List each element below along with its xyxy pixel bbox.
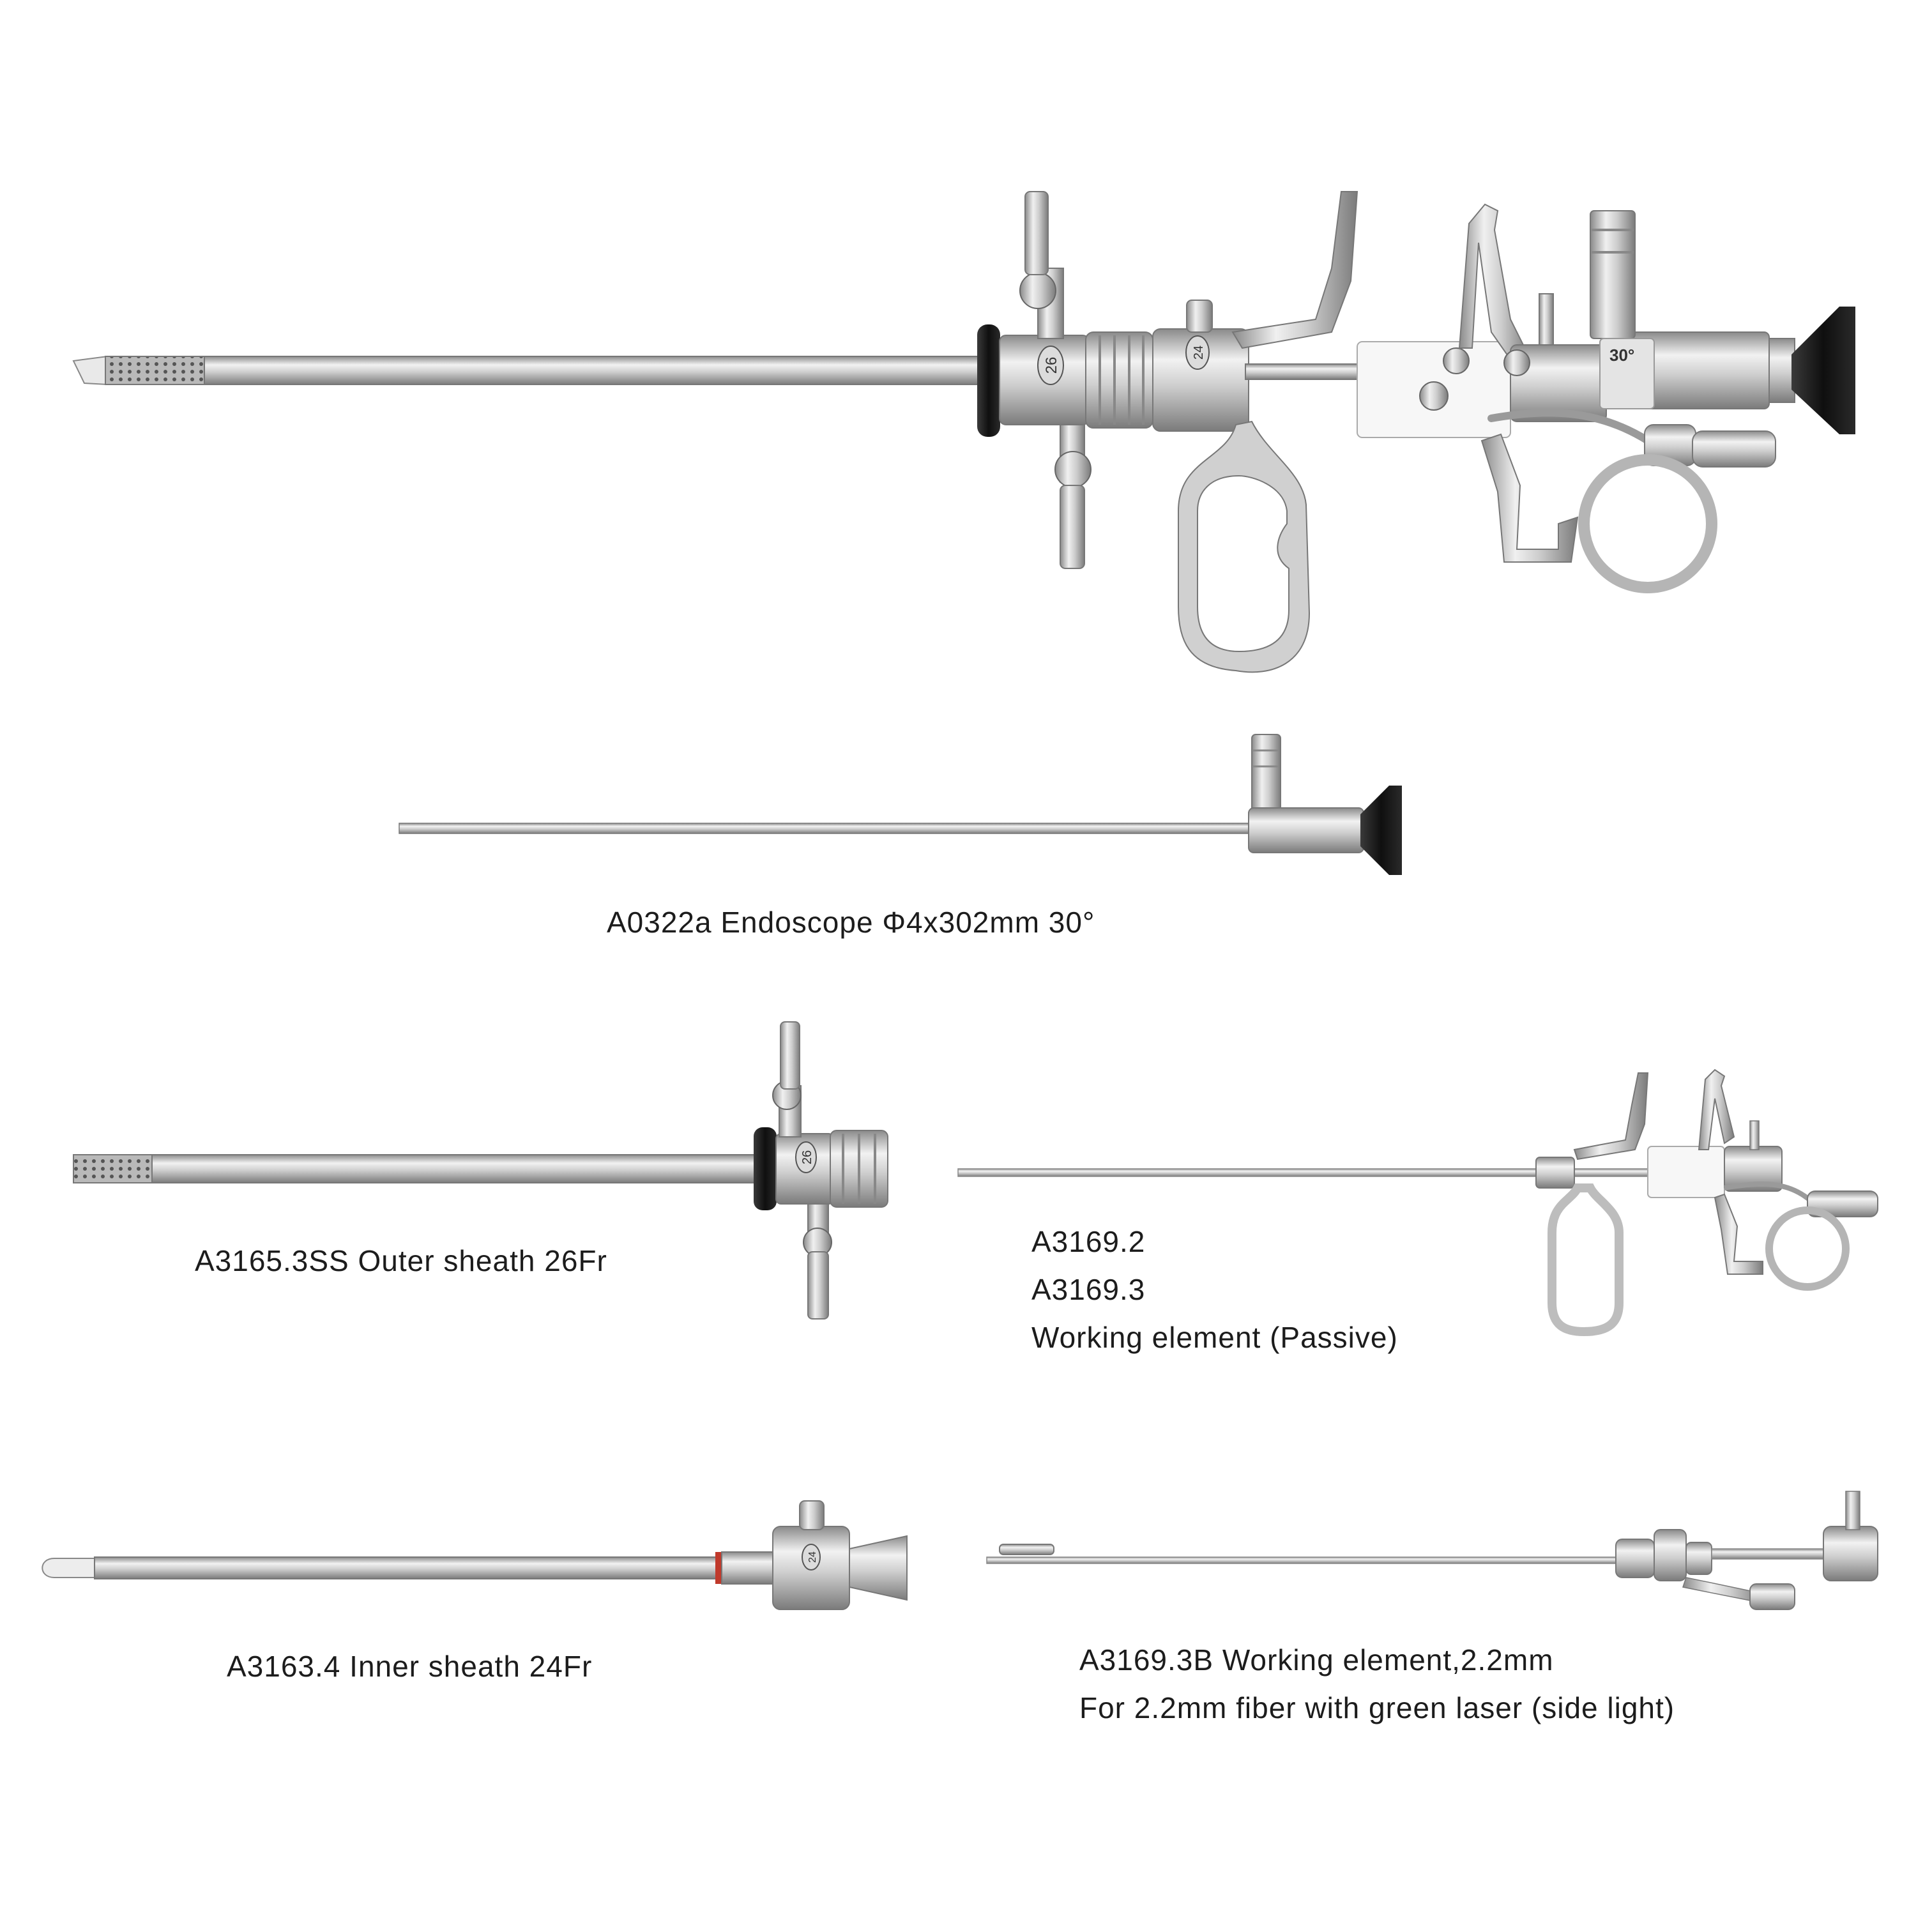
passive-caption-line-3: Working element (Passive) bbox=[1031, 1321, 1398, 1354]
inner-sheath: 24 bbox=[42, 1500, 908, 1610]
hf-cable bbox=[1487, 409, 1652, 445]
sheath-size-mark: 26 bbox=[1043, 357, 1060, 374]
laser-rod bbox=[986, 1556, 1626, 1564]
passive-spring-lever bbox=[1698, 1069, 1735, 1150]
outer-inflow-nozzle bbox=[780, 1021, 800, 1090]
finger-ring bbox=[1578, 454, 1717, 593]
outer-outflow-nozzle bbox=[807, 1251, 829, 1320]
rubber-flange bbox=[977, 324, 1000, 437]
thumb-lever bbox=[1231, 191, 1358, 349]
telescope-eyepiece bbox=[1791, 307, 1855, 434]
inner-size-mark: 24 bbox=[1192, 346, 1206, 360]
sheath-beak-tip bbox=[72, 355, 108, 386]
passive-grip-ring bbox=[1548, 1183, 1624, 1337]
angle-plate bbox=[1599, 338, 1655, 409]
laser-connector-3 bbox=[1685, 1542, 1712, 1575]
outer-sheath-perf-tip bbox=[73, 1154, 154, 1183]
outer-sheath-caption: A3165.3SS Outer sheath 26Fr bbox=[195, 1244, 607, 1277]
passive-ring-arm bbox=[1714, 1193, 1763, 1275]
outer-sheath-tube bbox=[151, 1154, 763, 1183]
inflow-nozzle bbox=[1024, 191, 1049, 275]
inner-size-badge bbox=[1185, 335, 1210, 370]
laser-fiber-guide bbox=[1711, 1548, 1827, 1560]
perforated-tip bbox=[105, 356, 208, 385]
hf-connector-stem bbox=[1539, 293, 1554, 346]
outer-sheath-flange bbox=[754, 1127, 777, 1210]
scope-angle-label: 30° bbox=[1609, 346, 1634, 365]
passive-lock bbox=[1535, 1157, 1575, 1189]
laser-tip bbox=[999, 1544, 1054, 1555]
laser-end-body bbox=[1823, 1526, 1878, 1581]
assembled-resectoscope: 26 24 bbox=[72, 191, 1855, 673]
outflow-nozzle bbox=[1060, 485, 1085, 569]
working-element-passive bbox=[957, 1069, 1878, 1337]
laser-caption-line-1: A3169.3B Working element,2.2mm bbox=[1079, 1643, 1554, 1677]
inner-sheath-lock-button bbox=[799, 1500, 825, 1530]
block-screw bbox=[1443, 347, 1470, 374]
inner-sheath-red-ring-1 bbox=[715, 1552, 722, 1584]
laser-connector-2 bbox=[1654, 1529, 1687, 1581]
spring-lever bbox=[1458, 203, 1531, 365]
inner-sheath-tube bbox=[94, 1556, 718, 1579]
working-rod bbox=[1245, 363, 1367, 380]
lock-button bbox=[1186, 300, 1213, 333]
passive-cable bbox=[1724, 1182, 1813, 1203]
outer-sheath-mark: 26 bbox=[800, 1150, 814, 1164]
endoscope-shaft bbox=[399, 823, 1265, 834]
working-element-laser bbox=[986, 1491, 1878, 1610]
passive-cable-connector bbox=[1807, 1190, 1878, 1217]
telescope-eyepiece-neck bbox=[1768, 338, 1795, 403]
ring-arm bbox=[1480, 433, 1579, 563]
sheath-size-badge bbox=[1037, 346, 1064, 385]
laser-end-post bbox=[1845, 1491, 1860, 1530]
passive-ptfe-block bbox=[1647, 1146, 1725, 1198]
outer-sheath-shaft bbox=[204, 356, 991, 385]
passive-caption-line-2: A3169.3 bbox=[1031, 1273, 1145, 1306]
endoscope-eyepiece bbox=[1360, 786, 1402, 875]
endoscope-body bbox=[1248, 807, 1364, 853]
laser-connector-1 bbox=[1615, 1539, 1655, 1578]
inner-sheath-caption: A3163.4 Inner sheath 24Fr bbox=[227, 1650, 592, 1683]
inflow-stopcock-valve bbox=[1019, 272, 1056, 309]
passive-thumb-lever bbox=[1573, 1072, 1649, 1160]
endoscope bbox=[399, 734, 1402, 875]
inner-sheath-funnel bbox=[849, 1535, 908, 1601]
cable-connector-tip bbox=[1692, 430, 1776, 468]
passive-finger-ring bbox=[1765, 1206, 1850, 1291]
endoscope-caption: A0322a Endoscope Φ4x302mm 30° bbox=[607, 906, 1095, 939]
passive-caption-line-1: A3169.2 bbox=[1031, 1225, 1145, 1258]
laser-side-knob bbox=[1749, 1583, 1795, 1610]
outflow-stopcock-valve bbox=[1054, 451, 1092, 488]
block-screw-2 bbox=[1419, 381, 1449, 411]
laser-caption-line-2: For 2.2mm fiber with green laser (side l… bbox=[1079, 1691, 1675, 1724]
inner-sheath-collar bbox=[721, 1551, 773, 1585]
inner-sheath-tip bbox=[42, 1558, 96, 1578]
thumb-grip-ring bbox=[1178, 420, 1311, 673]
inner-sheath-mark: 24 bbox=[807, 1551, 818, 1563]
outer-sheath: 26 bbox=[73, 1021, 888, 1320]
